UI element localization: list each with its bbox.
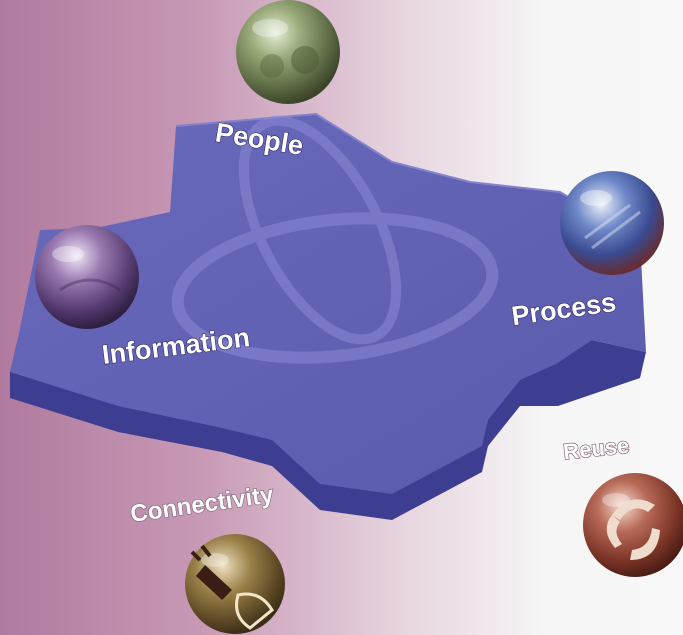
reuse-recycle-sphere-icon [583, 473, 683, 577]
people-sphere-icon [236, 0, 340, 104]
label-connectivity: Connectivity [129, 481, 276, 528]
connectivity-plug-sphere-icon [185, 534, 285, 634]
process-sphere-icon [560, 171, 664, 275]
label-reuse: Reuse [562, 433, 630, 465]
information-sphere-icon [35, 225, 139, 329]
